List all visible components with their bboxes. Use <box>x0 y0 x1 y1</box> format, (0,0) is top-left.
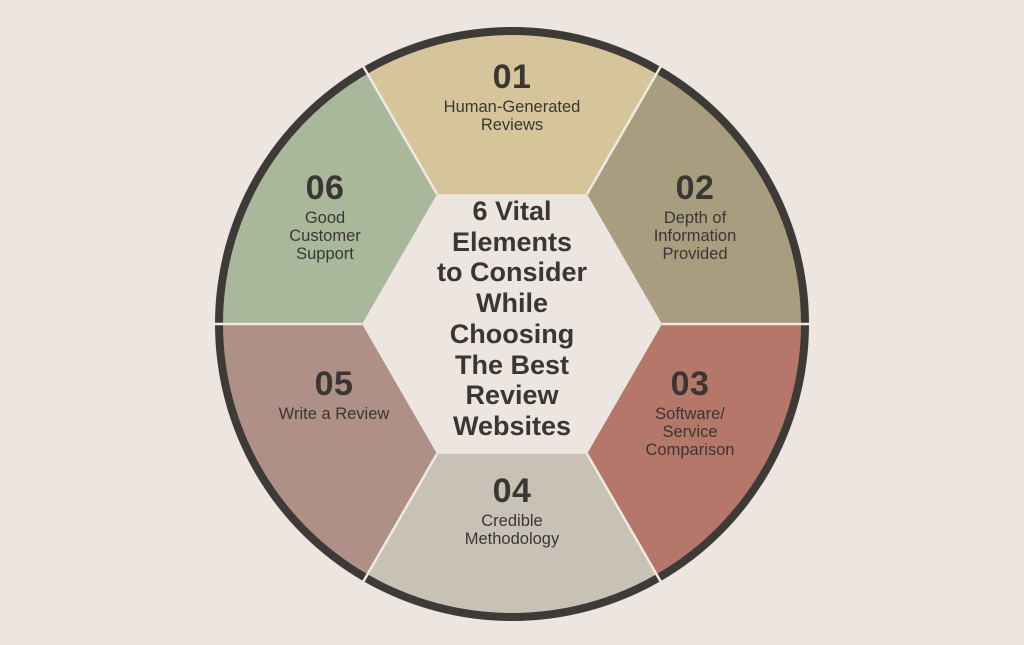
segment-number: 04 <box>492 472 532 510</box>
segment-separator <box>585 64 663 195</box>
segment-separator <box>361 64 439 195</box>
segment-separator <box>361 453 439 584</box>
segment-number: 05 <box>314 365 354 403</box>
segment-01-shape <box>367 34 657 195</box>
segment-03-shape <box>587 324 802 575</box>
segment-label: Depth of Information Provided <box>653 209 737 263</box>
segment-separator <box>585 453 663 584</box>
segment-06: 06 Good Customer Support <box>245 171 405 263</box>
segment-number: 06 <box>305 169 345 207</box>
segment-number: 03 <box>670 365 710 403</box>
segment-label: Human-Generated Reviews <box>443 98 581 134</box>
segment-number: 01 <box>492 58 532 96</box>
segment-06-shape <box>223 73 437 324</box>
segment-02: 02 Depth of Information Provided <box>615 171 775 263</box>
segment-05: 05 Write a Review <box>254 367 414 423</box>
segment-label: Write a Review <box>278 405 390 423</box>
segment-02-shape <box>587 73 801 324</box>
segment-label: Good Customer Support <box>289 209 361 263</box>
segment-04: 04 Credible Methodology <box>432 474 592 548</box>
segment-04-shape <box>367 453 657 614</box>
segment-05-shape <box>223 324 437 575</box>
segment-label: Software/ Service Comparison <box>645 405 735 459</box>
segment-number: 02 <box>675 169 715 207</box>
segment-label: Credible Methodology <box>464 512 560 548</box>
center-hexagon <box>362 194 662 454</box>
segment-03: 03 Software/ Service Comparison <box>610 367 770 459</box>
segment-01: 01 Human-Generated Reviews <box>432 60 592 134</box>
center-title: 6 Vital Elements to Consider While Choos… <box>436 196 587 441</box>
